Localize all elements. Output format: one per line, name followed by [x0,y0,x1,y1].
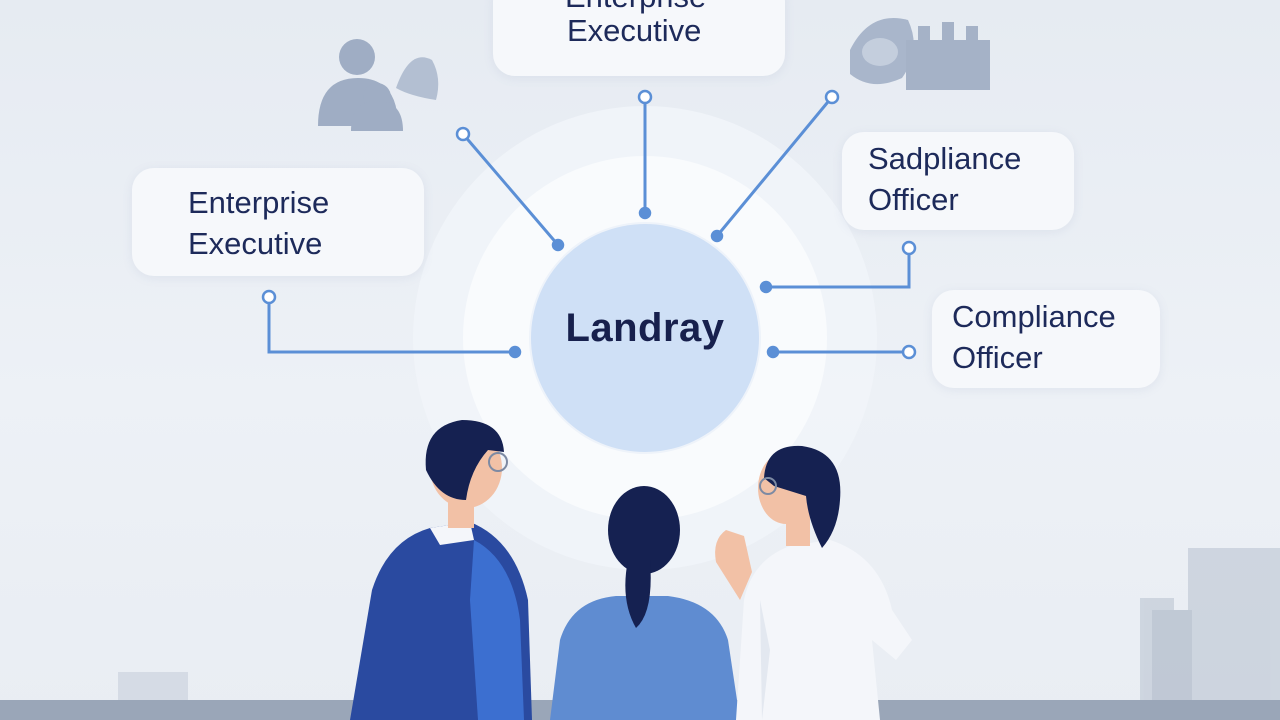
node-line2: Officer [952,340,1043,375]
connectors [267,96,911,354]
node-enterprise-executive-left: Enterprise Executive [132,168,424,276]
node-line2: Executive [567,13,702,48]
node-enterprise-executive-top: Enterprise Executive [493,0,785,76]
person-man [350,420,532,720]
node-line1: Compliance [952,299,1116,334]
node-line2: Officer [868,182,959,217]
node-line2: Executive [188,226,323,261]
city-silhouette [118,548,1280,720]
node-line1: Enterprise [565,0,706,18]
node-line1: Enterprise [188,185,330,220]
person-woman-center [550,486,740,720]
connector-left [267,297,515,354]
connector-upper-left [461,133,560,246]
node-sadpliance-officer: Sadpliance Officer [842,132,1074,230]
hub-label: Landray [565,306,725,350]
connector-dots [261,89,917,360]
shield-building-icon [850,18,990,90]
node-line1: Sadpliance [868,141,1022,176]
connector-upper-right [715,96,834,237]
person-woman-right [715,445,912,720]
node-compliance-officer: Compliance Officer [932,290,1160,388]
hub-circle [531,224,759,452]
connector-right1 [766,248,911,289]
people-group-icon [318,39,439,131]
